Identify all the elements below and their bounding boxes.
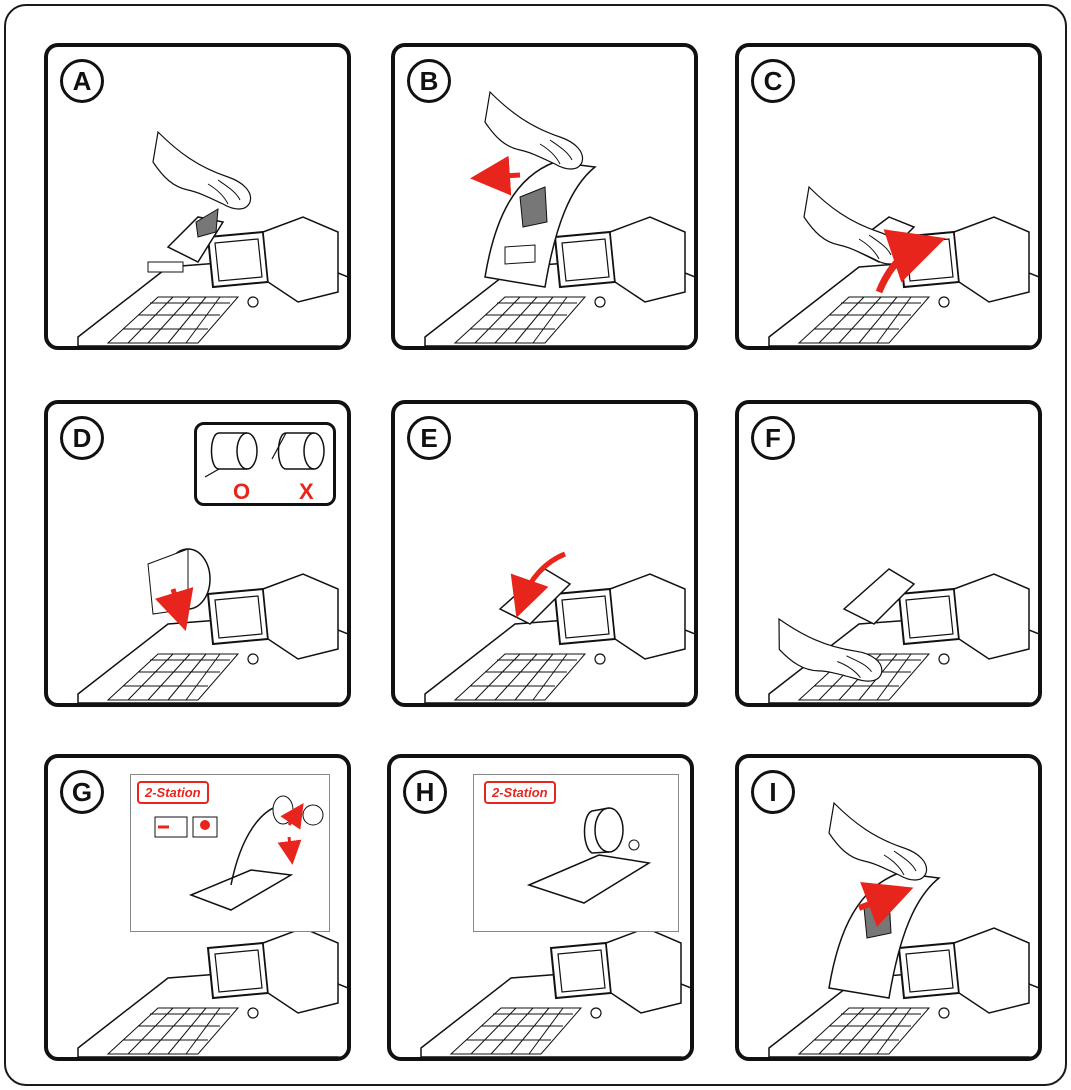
step-panel-i: I [735, 754, 1042, 1061]
step-badge-b: B [407, 59, 451, 103]
wrong-mark: X [299, 481, 314, 503]
two-station-inset-g: 2-Station [130, 774, 330, 932]
step-panel-h: H 2-Station [387, 754, 694, 1061]
step-badge-i: I [751, 770, 795, 814]
step-panel-b: B [391, 43, 698, 350]
step-panel-f: F [735, 400, 1042, 707]
step-panel-d: D O X [44, 400, 351, 707]
two-station-mechanism-h [474, 775, 680, 925]
paper-roll-icons [199, 429, 335, 479]
step-panel-c: C [735, 43, 1042, 350]
step-badge-e: E [407, 416, 451, 460]
pull-arrow [490, 175, 520, 177]
step-badge-g: G [60, 770, 104, 814]
roll-orientation-inset: O X [194, 422, 336, 506]
step-badge-f: F [751, 416, 795, 460]
correct-mark: O [233, 481, 250, 503]
step-badge-h: H [403, 770, 447, 814]
step-panel-g: G 2-Station [44, 754, 351, 1061]
step-badge-a: A [60, 59, 104, 103]
two-station-mechanism-g [131, 775, 331, 925]
step-badge-c: C [751, 59, 795, 103]
step-panel-a: A [44, 43, 351, 350]
step-panel-e: E [391, 400, 698, 707]
step-badge-d: D [60, 416, 104, 460]
two-station-inset-h: 2-Station [473, 774, 679, 932]
